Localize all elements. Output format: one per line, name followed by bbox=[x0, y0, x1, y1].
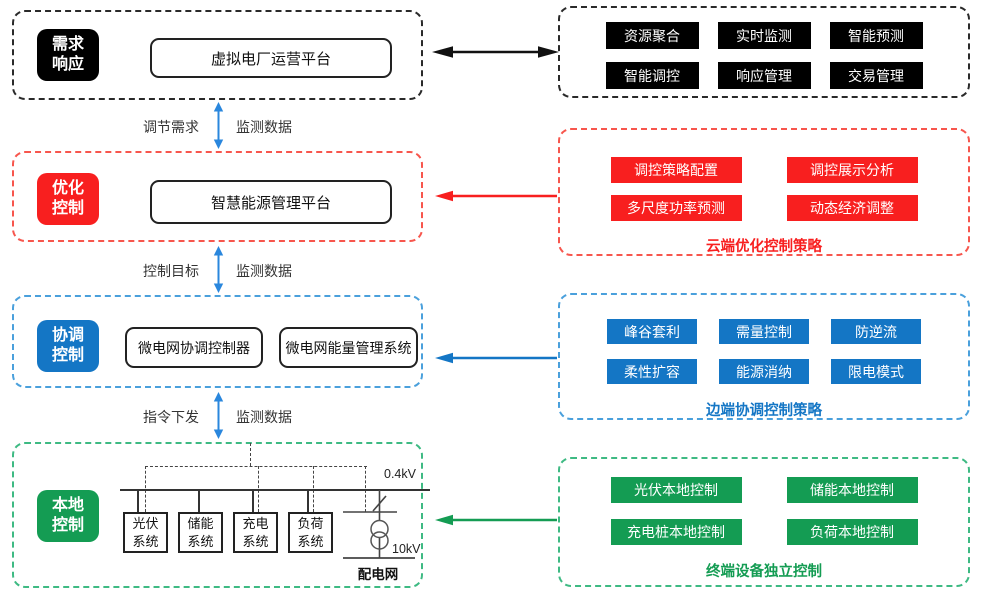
tag-line: 控制 bbox=[51, 517, 84, 534]
flow-label-up-3: 监测数据 bbox=[236, 409, 292, 425]
local-control-layer-box: 本地 控制 bbox=[12, 442, 423, 588]
grid-connection-branch bbox=[343, 490, 415, 559]
flow-label-down-1: 调节需求 bbox=[143, 119, 199, 135]
control-distribution-line bbox=[145, 466, 367, 467]
chip-load-local-control: 负荷本地控制 bbox=[786, 519, 918, 545]
lv-busbar bbox=[120, 489, 430, 491]
chip-grid: 调控策略配置 调控展示分析 多尺度功率预测 动态经济调整 bbox=[560, 157, 968, 221]
chip-intelligent-forecast: 智能预测 bbox=[829, 22, 923, 49]
coordination-control-tag: 协调 控制 bbox=[37, 320, 99, 372]
disconnect-switch-icon bbox=[372, 495, 387, 512]
sysbox-line: 储能 bbox=[187, 515, 214, 531]
chip-peak-valley-arbitrage: 峰谷套利 bbox=[607, 319, 697, 344]
strategy-arrow-red bbox=[435, 190, 557, 202]
chip-multiscale-power-forecast: 多尺度功率预测 bbox=[610, 195, 742, 221]
tag-line: 优化 bbox=[51, 180, 84, 197]
chip-control-display-analysis: 调控展示分析 bbox=[786, 157, 918, 183]
flow-label-up-2: 监测数据 bbox=[236, 263, 292, 279]
flow-arrow-tier2-tier3 bbox=[213, 246, 224, 293]
chip-power-limit-mode: 限电模式 bbox=[831, 359, 921, 384]
cloud-optimization-panel: 调控策略配置 调控展示分析 多尺度功率预测 动态经济调整 云端优化控制策略 bbox=[558, 128, 970, 256]
smart-energy-management-platform-box: 智慧能源管理平台 bbox=[150, 180, 392, 224]
sysbox-line: 系统 bbox=[242, 533, 269, 549]
chip-energy-consumption: 能源消纳 bbox=[719, 359, 809, 384]
pv-system-box: 光伏 系统 bbox=[123, 512, 168, 553]
vpp-operation-platform-box: 虚拟电厂运营平台 bbox=[150, 38, 392, 78]
sysbox-line: 充电 bbox=[242, 515, 269, 531]
optimization-control-tag: 优化 控制 bbox=[37, 173, 99, 225]
demand-response-tag: 需求 响应 bbox=[37, 29, 99, 81]
chip-dynamic-economic-adjustment: 动态经济调整 bbox=[786, 195, 918, 221]
microgrid-coordination-controller-box: 微电网协调控制器 bbox=[125, 327, 263, 368]
tag-line: 协调 bbox=[51, 327, 84, 344]
chip-intelligent-dispatch: 智能调控 bbox=[605, 62, 699, 89]
chip-anti-backflow: 防逆流 bbox=[831, 319, 921, 344]
chip-grid: 峰谷套利 需量控制 防逆流 柔性扩容 能源消纳 限电模式 bbox=[560, 319, 968, 384]
tag-line: 控制 bbox=[51, 200, 84, 217]
chip-response-management: 响应管理 bbox=[717, 62, 811, 89]
optimization-control-layer-box: 优化 控制 智慧能源管理平台 bbox=[12, 151, 423, 242]
tag-line: 需求 bbox=[51, 36, 84, 53]
tag-line: 响应 bbox=[51, 56, 84, 73]
bidirectional-link-arrow-black bbox=[432, 46, 559, 58]
busbar-voltage-label: 0.4kV bbox=[384, 467, 416, 481]
transformer-icon bbox=[370, 531, 389, 550]
feeder-load bbox=[307, 491, 309, 512]
chip-charger-local-control: 充电桩本地控制 bbox=[610, 519, 742, 545]
chip-grid: 资源聚合 实时监测 智能预测 智能调控 响应管理 交易管理 bbox=[560, 22, 968, 89]
flow-arrow-tier3-tier4 bbox=[213, 392, 224, 439]
sysbox-line: 系统 bbox=[297, 533, 324, 549]
strategy-arrow-blue bbox=[435, 352, 557, 364]
sysbox-line: 系统 bbox=[132, 533, 159, 549]
demand-response-layer-box: 需求 响应 虚拟电厂运营平台 bbox=[12, 10, 423, 100]
chip-resource-aggregation: 资源聚合 bbox=[605, 22, 699, 49]
tag-line: 控制 bbox=[51, 347, 84, 364]
load-system-box: 负荷 系统 bbox=[288, 512, 333, 553]
flow-label-down-3: 指令下发 bbox=[143, 409, 199, 425]
flow-label-down-2: 控制目标 bbox=[143, 263, 199, 279]
terminal-independent-caption: 终端设备独立控制 bbox=[706, 564, 822, 580]
terminal-local-control-panel: 光伏本地控制 储能本地控制 充电桩本地控制 负荷本地控制 终端设备独立控制 bbox=[558, 457, 970, 587]
flow-label-up-1: 监测数据 bbox=[236, 119, 292, 135]
sysbox-line: 系统 bbox=[187, 533, 214, 549]
strategy-arrow-green bbox=[435, 514, 557, 526]
chip-transaction-management: 交易管理 bbox=[829, 62, 923, 89]
microgrid-energy-management-system-box: 微电网能量管理系统 bbox=[279, 327, 418, 368]
feeder-charging bbox=[252, 491, 254, 512]
feeder-pv bbox=[137, 491, 139, 512]
sysbox-line: 负荷 bbox=[297, 515, 324, 531]
coordination-control-layer-box: 协调 控制 微电网协调控制器 微电网能量管理系统 bbox=[12, 295, 423, 388]
chip-control-strategy-config: 调控策略配置 bbox=[610, 157, 742, 183]
chip-pv-local-control: 光伏本地控制 bbox=[610, 477, 742, 503]
tag-line: 本地 bbox=[51, 497, 84, 514]
local-control-tag: 本地 控制 bbox=[37, 490, 99, 542]
cloud-optimization-caption: 云端优化控制策略 bbox=[706, 239, 822, 255]
chip-storage-local-control: 储能本地控制 bbox=[786, 477, 918, 503]
transformer-voltage-label: 10kV bbox=[392, 542, 421, 556]
vpp-functions-panel: 资源聚合 实时监测 智能预测 智能调控 响应管理 交易管理 bbox=[558, 6, 970, 98]
feeder-storage bbox=[198, 491, 200, 512]
chip-grid: 光伏本地控制 储能本地控制 充电桩本地控制 负荷本地控制 bbox=[560, 477, 968, 545]
edge-coordination-caption: 边端协调控制策略 bbox=[706, 403, 822, 419]
edge-coordination-panel: 峰谷套利 需量控制 防逆流 柔性扩容 能源消纳 限电模式 边端协调控制策略 bbox=[558, 293, 970, 420]
charging-system-box: 充电 系统 bbox=[233, 512, 278, 553]
control-drop-line bbox=[250, 443, 251, 466]
sysbox-line: 光伏 bbox=[132, 515, 159, 531]
storage-system-box: 储能 系统 bbox=[178, 512, 223, 553]
chip-flexible-expansion: 柔性扩容 bbox=[607, 359, 697, 384]
chip-realtime-monitoring: 实时监测 bbox=[717, 22, 811, 49]
chip-demand-control: 需量控制 bbox=[719, 319, 809, 344]
distribution-grid-label: 配电网 bbox=[357, 567, 399, 582]
flow-arrow-tier1-tier2 bbox=[213, 102, 224, 149]
